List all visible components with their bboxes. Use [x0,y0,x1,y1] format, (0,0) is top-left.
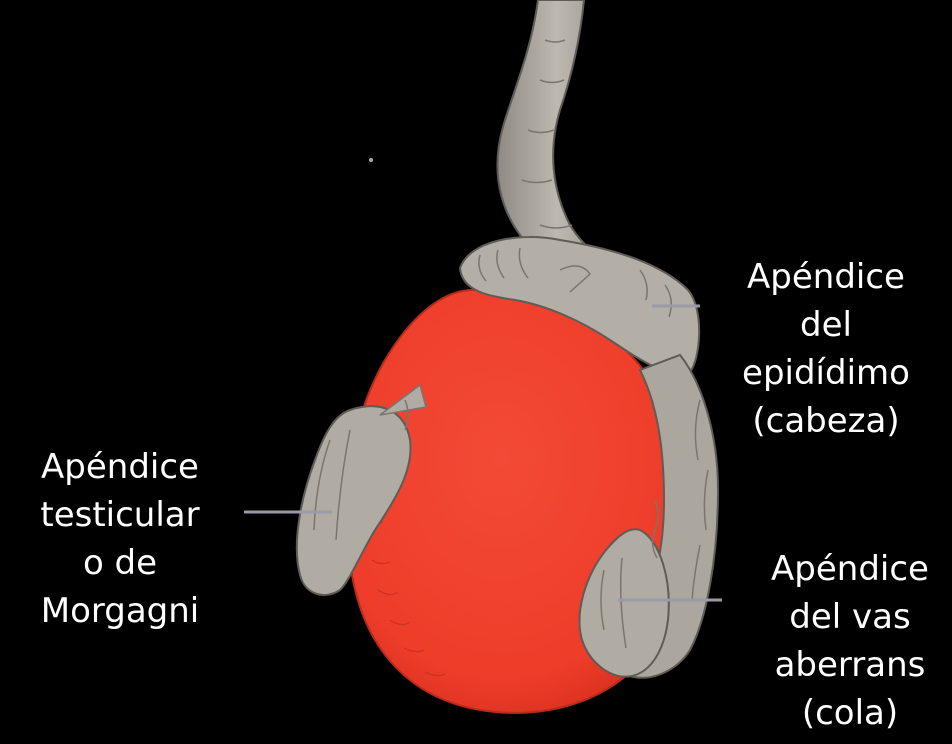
label-appendix-epididymis-line-4: (cabeza) [722,397,930,445]
label-appendix-vas-aberrans: Apéndice del vas aberrans (cola) [750,545,950,737]
label-appendix-testis-line-2: testicular [10,491,230,539]
label-appendix-epididymis-line-3: epidídimo [722,349,930,397]
label-appendix-epididymis-line-1: Apéndice [722,253,930,301]
label-appendix-testis-line-4: Morgagni [10,587,230,635]
label-appendix-vas-aberrans-line-4: (cola) [750,689,950,737]
label-appendix-epididymis: Apéndice del epidídimo (cabeza) [722,253,930,445]
label-appendix-vas-aberrans-line-3: aberrans [750,641,950,689]
label-appendix-vas-aberrans-line-1: Apéndice [750,545,950,593]
label-appendix-testis-line-3: o de [10,539,230,587]
label-appendix-testis: Apéndice testicular o de Morgagni [10,443,230,635]
label-appendix-epididymis-line-2: del [722,301,930,349]
speck [369,158,373,162]
label-appendix-testis-line-1: Apéndice [10,443,230,491]
label-appendix-vas-aberrans-line-2: del vas [750,593,950,641]
